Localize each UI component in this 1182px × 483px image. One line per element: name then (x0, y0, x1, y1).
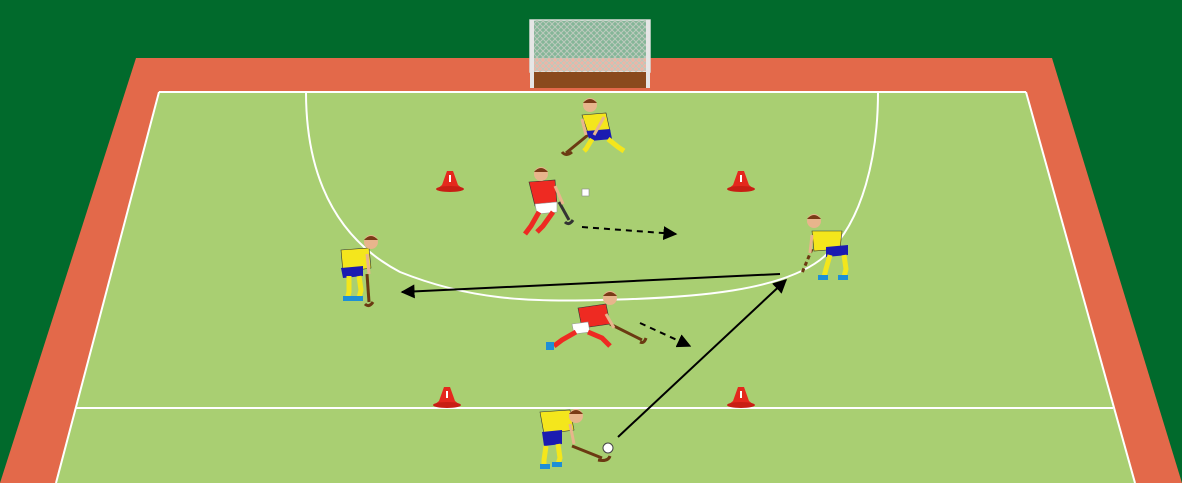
run-arrow-upper-defender (581, 226, 678, 241)
ball-marker (581, 188, 590, 197)
pitch-lines (55, 91, 1136, 483)
cone-bottom-right (727, 387, 755, 408)
pass-arrow-right-to-left (400, 273, 781, 299)
goal-backboard (532, 72, 648, 88)
shooting-circle (305, 91, 879, 302)
side-line-right (1025, 91, 1136, 483)
cone-top-left (436, 171, 464, 192)
pitch (55, 91, 1136, 483)
pass-arrow-bottom-to-right (617, 279, 788, 438)
player-defender-upper (523, 167, 575, 236)
cone-top-right (727, 171, 755, 192)
cone-bottom-left (433, 387, 461, 408)
player-defender-lower (546, 291, 648, 350)
goal (529, 19, 651, 88)
side-line-left (55, 91, 160, 483)
player-attacker-top (560, 98, 626, 156)
player-attacker-right (800, 214, 849, 280)
player-attacker-bottom (539, 409, 612, 469)
player-attacker-left (340, 235, 378, 308)
run-arrow-lower-defender (639, 322, 692, 348)
hockey-ball (602, 442, 614, 454)
